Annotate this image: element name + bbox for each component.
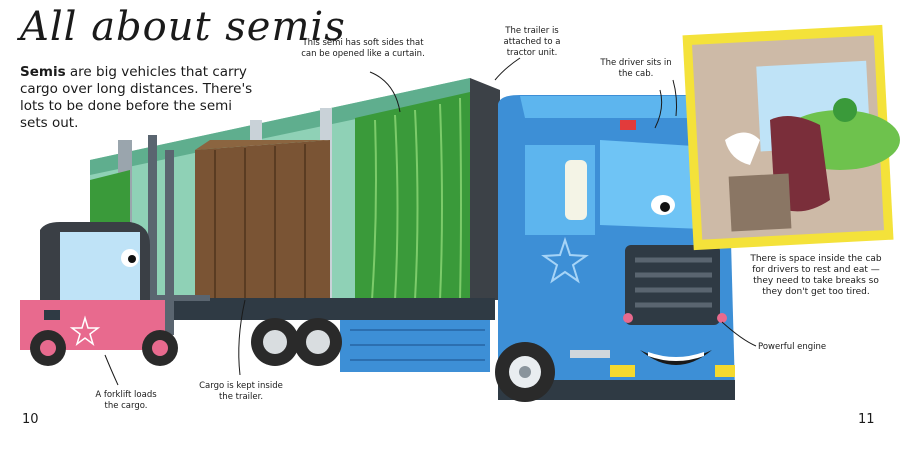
callout-engine: Powerful engine (758, 342, 827, 352)
truck-cab (498, 95, 735, 400)
callout-forklift: A forklift loads the cargo. (95, 390, 157, 411)
cab-interior-inset (682, 24, 900, 251)
page-title: All about semis (20, 4, 346, 50)
cargo-crate (195, 140, 330, 300)
callout-trailer: The trailer is attached to a tractor uni… (503, 26, 561, 58)
callout-curtain: This semi has soft sides that can be ope… (301, 38, 425, 59)
forklift (20, 135, 210, 366)
intro-bold-term: Semis (20, 64, 66, 80)
intro-paragraph: Semis are big vehicles that carry cargo … (20, 64, 260, 132)
intro-text: are big vehicles that carry cargo over l… (20, 64, 253, 131)
callout-cargo: Cargo is kept inside the trailer. (199, 381, 283, 402)
callout-cab-space: There is space inside the cab for driver… (750, 254, 882, 297)
page-number-left: 10 (22, 412, 39, 427)
callout-driver: The driver sits in the cab. (600, 58, 672, 79)
page-number-right: 11 (858, 412, 875, 427)
